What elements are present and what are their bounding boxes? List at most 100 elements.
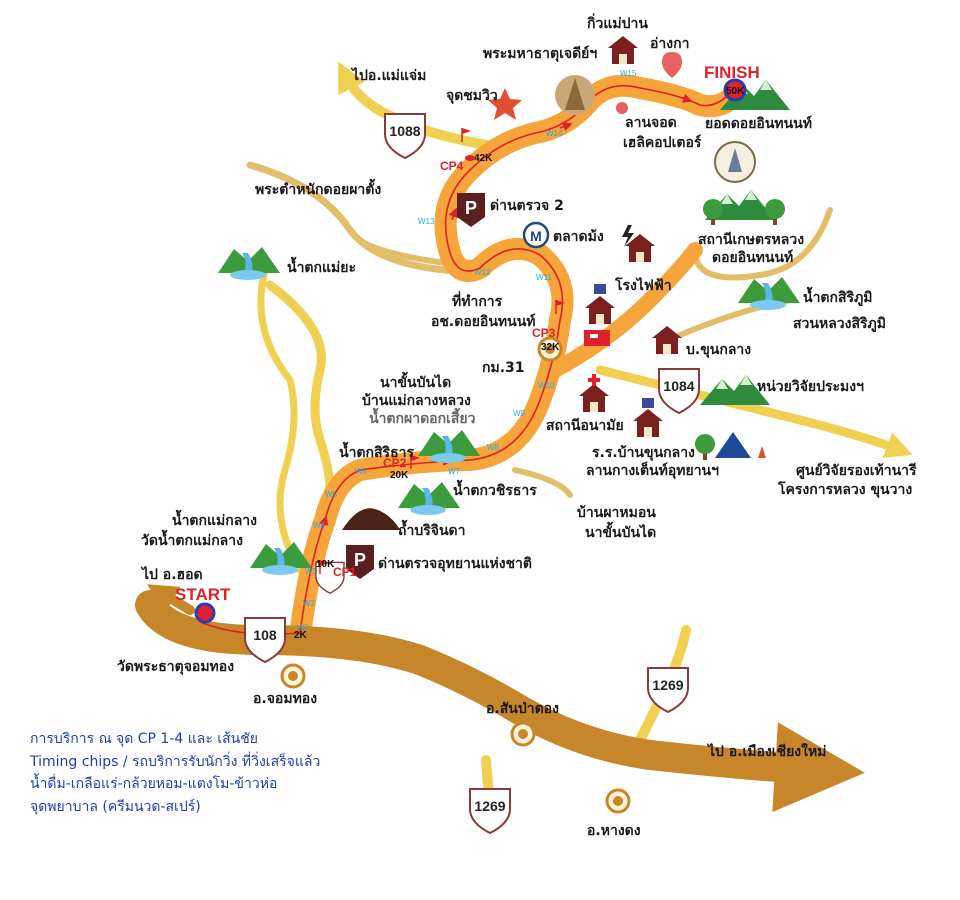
waypoint-label: W15 xyxy=(620,69,637,78)
route-shields: 1088 108 1084 1269 1269 xyxy=(244,113,700,834)
lightning-icon xyxy=(622,225,634,247)
red-cross-icon xyxy=(588,374,600,386)
road-khun-klang xyxy=(547,242,703,378)
route-shield-1269: 1269 xyxy=(469,788,511,834)
office-icon xyxy=(585,296,615,324)
star-icon xyxy=(488,88,522,120)
label-to-chiang-mai: ไป อ.เมืองเชียงใหม่ xyxy=(706,742,826,760)
waterfall-icon xyxy=(218,247,280,280)
label-agri-station-2: ดอยอินทนนท์ xyxy=(712,249,793,266)
waypoint-label: W13 xyxy=(418,217,435,226)
waypoint-label: W11 xyxy=(536,273,552,282)
checkpoint-cp1: CP1 xyxy=(333,565,357,579)
note-line: การบริการ ณ จุด CP 1-4 และ เส้นชัย xyxy=(30,731,258,747)
label-wat-phra-that: วัดพระธาตุจอมทอง xyxy=(117,659,234,675)
waypoint-label: W12 xyxy=(474,268,491,277)
waypoint-label: W10 xyxy=(538,381,555,390)
label-nachan-2: บ้านแม่กลางหลวง xyxy=(362,393,471,409)
tree-icon xyxy=(695,434,715,460)
svg-text:1084: 1084 xyxy=(663,378,694,394)
label-power-plant: โรงไฟฟ้า xyxy=(614,276,672,294)
label-wat-mae-klang: วัดน้ำตกแม่กลาง xyxy=(141,529,243,549)
place-labels: กิ่วแม่ปาน พระมหาธาตุเจดีย์ฯ อ่างกา ยอดด… xyxy=(117,13,917,839)
road-mae-ya-falls xyxy=(265,280,335,495)
label-school-1: ร.ร.บ้านขุนกลาง xyxy=(592,445,695,461)
label-checkpoint-2: ด่านตรวจ 2 xyxy=(490,198,564,214)
village-icon xyxy=(652,326,682,354)
label-agri-station-1: สถานีเกษตรหลวง xyxy=(698,232,804,248)
svg-text:108: 108 xyxy=(253,627,277,643)
road-mae-ya xyxy=(246,161,482,276)
road-mae-ya-loop xyxy=(257,266,304,574)
label-wachirathan: น้ำตกวชิรธาร xyxy=(453,479,537,499)
waypoint-label: W8 xyxy=(487,443,500,452)
label-hang-dong: อ.หางดง xyxy=(587,823,641,839)
target-icon xyxy=(280,663,306,689)
service-notes: การบริการ ณ จุด CP 1-4 และ เส้นชัย Timin… xyxy=(30,728,450,818)
label-chom-thong: อ.จอมทอง xyxy=(253,691,317,707)
note-line: น้ำดื่ม-เกลือแร่-กล้วยหอม-แตงโม-ข้าวห่อ xyxy=(30,776,278,792)
finish-marker-icon xyxy=(723,78,747,102)
svg-text:1269: 1269 xyxy=(474,798,505,814)
school-icon xyxy=(633,409,663,437)
label-to-mae-chaem: ไปอ.แม่แจ่ม xyxy=(350,66,426,84)
temple-icon xyxy=(608,36,638,64)
km-32k: 32K xyxy=(541,342,560,353)
route-shield-1088: 1088 xyxy=(384,113,426,159)
label-office-1: ที่ทำการ xyxy=(452,291,503,310)
label-khun-wang-2: โครงการหลวง ขุนวาง xyxy=(777,480,912,498)
label-ang-ka: อ่างกา xyxy=(650,36,689,52)
waypoint-label: W1 xyxy=(297,623,310,632)
svg-text:P: P xyxy=(465,198,477,218)
health-station-icon xyxy=(579,384,609,412)
finish-km-label: 50K xyxy=(726,86,745,97)
road-to-hot xyxy=(147,584,195,615)
checkpoint-cp2: CP2 xyxy=(383,456,407,470)
label-nachan-1: นาขั้นบันได xyxy=(380,371,451,391)
parking-icon: P xyxy=(457,193,485,227)
waypoint-label: W4 xyxy=(313,521,326,530)
ambulance-icon xyxy=(584,330,610,346)
label-to-hot: ไป อ.ฮอด xyxy=(140,565,203,583)
waypoint-label: W9 xyxy=(513,409,526,418)
label-pha-mon-1: บ้านผาหมอน xyxy=(577,505,656,521)
note-line: จุดพยาบาล (ครีมนวด-สเปร์) xyxy=(30,798,201,815)
label-jut-chom-wiw: จุดชมวิว xyxy=(446,88,498,104)
label-office-2: อช.ดอยอินทนนท์ xyxy=(431,313,536,330)
waypoint-label: W3 xyxy=(305,567,318,576)
km-20k: 20K xyxy=(390,470,409,481)
label-siriphum-1: น้ำตกสิริภูมิ xyxy=(803,286,873,306)
label-siriphum-2: สวนหลวงสิริภูมิ xyxy=(793,316,886,332)
tree-icon xyxy=(765,199,785,225)
waterfall-icon xyxy=(738,277,800,310)
finish-label: FINISH xyxy=(704,63,760,82)
svg-text:P: P xyxy=(354,550,366,570)
waypoint-label: W14 xyxy=(546,129,563,138)
target-icon xyxy=(510,721,536,747)
checkpoint-cp3: CP3 xyxy=(532,326,556,340)
km-42k: 42K xyxy=(474,153,493,164)
map-pin-icon xyxy=(662,52,682,78)
svg-text:1088: 1088 xyxy=(389,123,420,139)
cave-icon xyxy=(342,508,400,530)
waypoint-label: W6 xyxy=(355,467,368,476)
note-line: Timing chips / รถบริการรับนักวิ่ง ที่วิ่… xyxy=(30,753,321,770)
route-shield-1269: 1269 xyxy=(647,667,689,713)
label-mae-klang-falls: น้ำตกแม่กลาง xyxy=(172,509,257,529)
label-ban-khun-klang: บ.ขุนกลาง xyxy=(686,342,751,358)
route-shield-108: 108 xyxy=(244,617,286,663)
road-pha-mon xyxy=(512,467,573,498)
tent-icon xyxy=(715,432,766,458)
label-kiw-mae-pan: กิ่วแม่ปาน xyxy=(586,13,648,32)
royal-emblem-icon xyxy=(714,141,756,183)
label-sirithan: น้ำตกสิริธาร xyxy=(339,441,414,461)
label-phra-mahathat: พระมหาธาตุเจดีย์ฯ xyxy=(483,45,597,62)
label-health-station: สถานีอนามัย xyxy=(546,418,624,434)
label-talad-mang: ตลาดม้ง xyxy=(553,229,604,245)
waterfall-icon xyxy=(398,482,460,515)
label-mae-ya: น้ำตกแม่ยะ xyxy=(287,256,356,276)
market-icon: M xyxy=(522,221,550,249)
checkpoint-cp4: CP4 xyxy=(440,159,464,173)
label-pha-dok-siaw: น้ำตกผาดอกเสี้ยว xyxy=(369,407,476,427)
